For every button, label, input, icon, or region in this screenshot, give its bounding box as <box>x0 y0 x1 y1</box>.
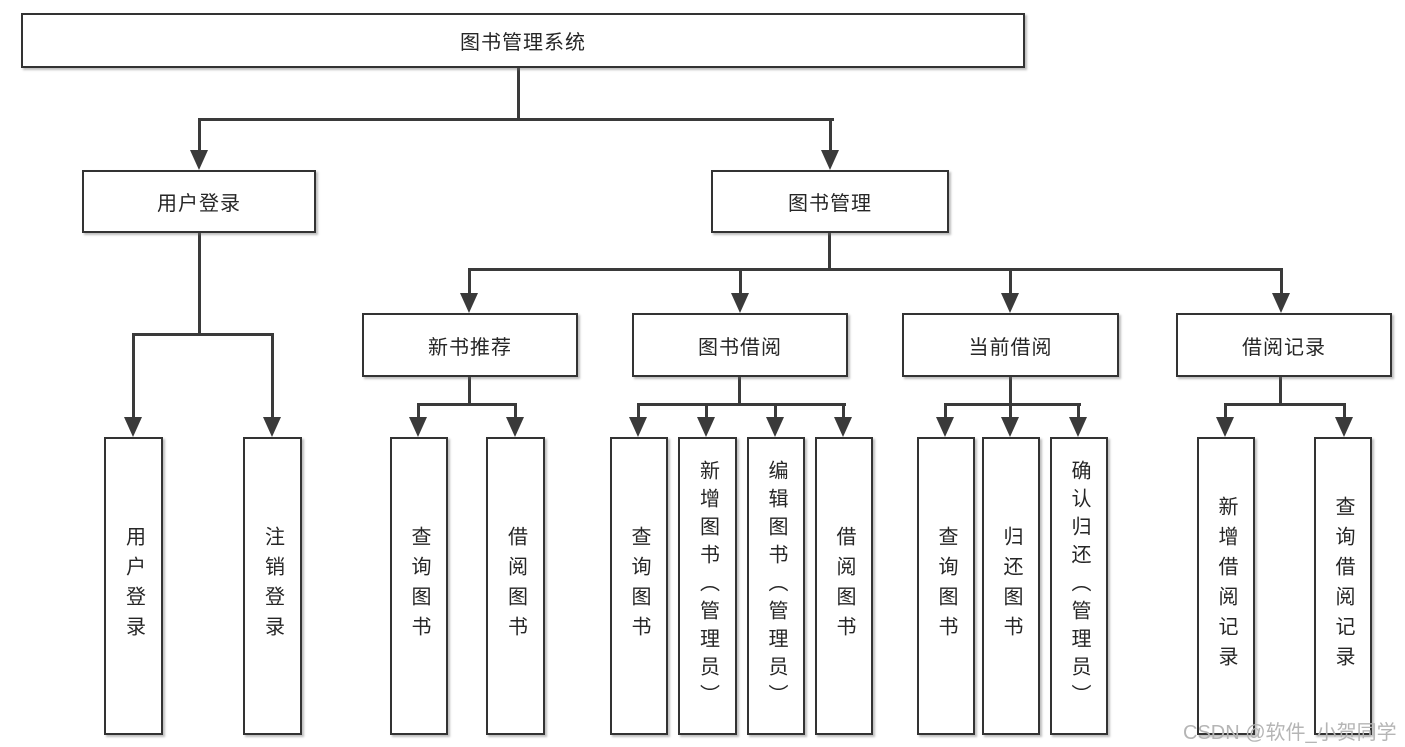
connector-line <box>271 333 274 419</box>
connector-line <box>417 403 420 419</box>
leaf-borrow-books-1: 借阅图书 <box>486 437 545 735</box>
node-new-book-recommend: 新书推荐 <box>362 313 578 377</box>
connector-line <box>739 268 742 296</box>
connector-line <box>198 118 834 121</box>
node-book-borrowing: 图书借阅 <box>632 313 848 377</box>
node-root: 图书管理系统 <box>21 13 1025 68</box>
leaf-query-books-2-label: 查询图书 <box>628 526 650 646</box>
leaf-logout-label: 注销登录 <box>261 526 284 646</box>
leaf-user-login-label: 用户登录 <box>122 526 145 646</box>
leaf-confirm-return-admin-label: 确认归还（管理员） <box>1068 460 1090 712</box>
connector-line <box>417 403 517 406</box>
leaf-query-borrow-record: 查询借阅记录 <box>1314 437 1372 735</box>
leaf-query-books-1-label: 查询图书 <box>408 526 430 646</box>
leaf-confirm-return-admin: 确认归还（管理员） <box>1050 437 1108 735</box>
node-user-login: 用户登录 <box>82 170 316 233</box>
arrow-down-icon <box>1069 417 1087 437</box>
connector-line <box>829 118 832 152</box>
arrow-down-icon <box>731 293 749 313</box>
leaf-borrow-books-2: 借阅图书 <box>815 437 873 735</box>
leaf-borrow-books-1-label: 借阅图书 <box>504 526 527 646</box>
connector-line <box>1224 403 1346 406</box>
connector-line <box>1077 403 1080 419</box>
leaf-add-book-admin: 新增图书（管理员） <box>678 437 737 735</box>
leaf-edit-book-admin: 编辑图书（管理员） <box>747 437 805 735</box>
arrow-down-icon <box>190 150 208 170</box>
leaf-user-login: 用户登录 <box>104 437 163 735</box>
leaf-add-borrow-record: 新增借阅记录 <box>1197 437 1255 735</box>
arrow-down-icon <box>1272 293 1290 313</box>
arrow-down-icon <box>766 417 784 437</box>
node-book-borrowing-label: 图书借阅 <box>698 336 782 359</box>
node-current-borrowing: 当前借阅 <box>902 313 1119 377</box>
connector-line <box>842 403 845 419</box>
arrow-down-icon <box>936 417 954 437</box>
connector-line <box>1009 377 1012 406</box>
node-book-management: 图书管理 <box>711 170 949 233</box>
connector-line <box>132 333 135 419</box>
connector-line <box>828 233 831 271</box>
connector-line <box>468 377 471 406</box>
arrow-down-icon <box>834 417 852 437</box>
arrow-down-icon <box>1001 293 1019 313</box>
connector-line <box>774 403 777 419</box>
leaf-logout: 注销登录 <box>243 437 302 735</box>
leaf-query-books-3: 查询图书 <box>917 437 975 735</box>
connector-line <box>468 268 1283 271</box>
connector-line <box>1009 403 1012 419</box>
node-root-label: 图书管理系统 <box>460 32 586 54</box>
leaf-return-books-label: 归还图书 <box>1000 526 1022 646</box>
arrow-down-icon <box>124 417 142 437</box>
connector-line <box>944 403 947 419</box>
connector-line <box>468 268 471 296</box>
watermark-text: CSDN @软件_小贺同学 <box>1183 722 1397 744</box>
leaf-add-book-admin-label: 新增图书（管理员） <box>696 460 719 712</box>
arrow-down-icon <box>1001 417 1019 437</box>
connector-line <box>1280 268 1283 296</box>
arrow-down-icon <box>821 150 839 170</box>
connector-line <box>1009 268 1012 296</box>
node-user-login-label: 用户登录 <box>157 193 241 215</box>
leaf-query-books-2: 查询图书 <box>610 437 668 735</box>
connector-line <box>705 403 708 419</box>
connector-line <box>944 403 1081 406</box>
node-new-book-recommend-label: 新书推荐 <box>428 336 512 359</box>
node-borrowing-records: 借阅记录 <box>1176 313 1392 377</box>
arrow-down-icon <box>697 417 715 437</box>
leaf-query-borrow-record-label: 查询借阅记录 <box>1332 496 1354 676</box>
leaf-query-books-1: 查询图书 <box>390 437 448 735</box>
leaf-return-books: 归还图书 <box>982 437 1040 735</box>
arrow-down-icon <box>460 293 478 313</box>
connector-line <box>637 403 846 406</box>
leaf-edit-book-admin-label: 编辑图书（管理员） <box>765 460 787 712</box>
arrow-down-icon <box>1335 417 1353 437</box>
arrow-down-icon <box>263 417 281 437</box>
arrow-down-icon <box>506 417 524 437</box>
arrow-down-icon <box>409 417 427 437</box>
connector-line <box>132 333 274 336</box>
node-borrowing-records-label: 借阅记录 <box>1242 336 1326 359</box>
connector-line <box>198 233 201 335</box>
connector-line <box>738 377 741 406</box>
connector-line <box>1279 377 1282 406</box>
node-book-management-label: 图书管理 <box>788 193 872 215</box>
node-current-borrowing-label: 当前借阅 <box>968 336 1053 359</box>
leaf-add-borrow-record-label: 新增借阅记录 <box>1215 496 1237 676</box>
connector-line <box>517 68 520 120</box>
connector-line <box>514 403 517 419</box>
arrow-down-icon <box>1216 417 1234 437</box>
arrow-down-icon <box>629 417 647 437</box>
leaf-borrow-books-2-label: 借阅图书 <box>833 526 855 646</box>
connector-line <box>1224 403 1227 419</box>
connector-line <box>1343 403 1346 419</box>
connector-line <box>637 403 640 419</box>
leaf-query-books-3-label: 查询图书 <box>935 526 957 646</box>
connector-line <box>198 118 201 152</box>
